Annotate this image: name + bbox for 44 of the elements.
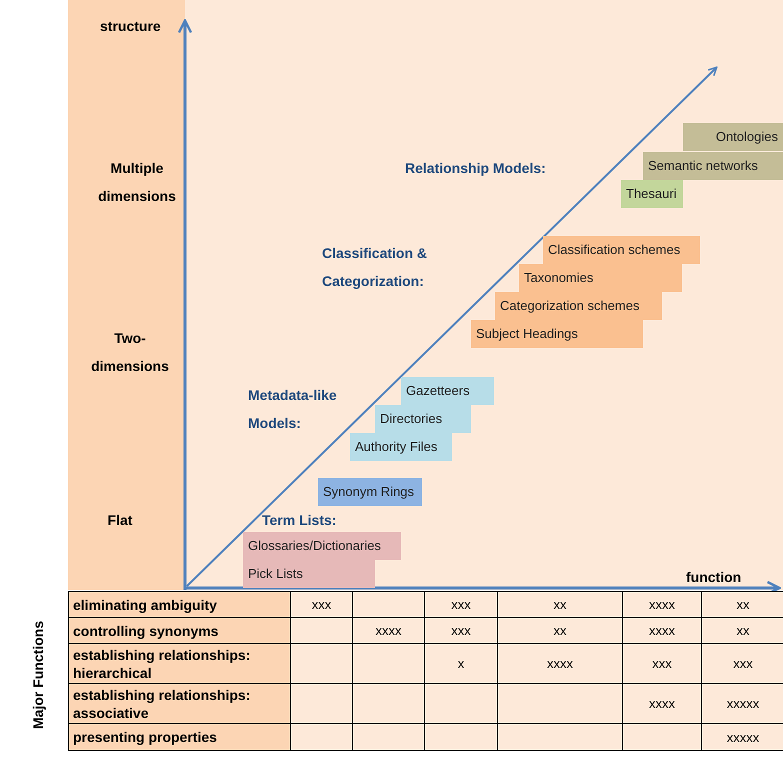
row-header-cell: eliminating ambiguity xyxy=(68,591,291,618)
table-cell: xx xyxy=(497,617,623,644)
category-box: Thesauri xyxy=(621,180,683,208)
group-heading: Term Lists: xyxy=(262,511,338,530)
group-heading: Metadata-like Models: xyxy=(248,386,338,433)
group-heading: Classification & Categorization: xyxy=(322,244,428,291)
table-cell: xxx xyxy=(424,617,498,644)
table-side-label: Major Functions xyxy=(29,620,47,732)
table-cell: xxx xyxy=(622,643,702,684)
category-box: Authority Files xyxy=(350,433,452,461)
category-box: Gazetteers xyxy=(401,377,494,405)
category-box: Categorization schemes xyxy=(495,292,662,320)
category-box: Semantic networks xyxy=(643,152,783,180)
table-cell: xxxx xyxy=(622,617,702,644)
table-cell: xxxx xyxy=(622,591,702,618)
table-cell: x xyxy=(424,643,498,684)
axis-level-label: Flat xyxy=(106,511,134,530)
category-box: Classification schemes xyxy=(543,236,700,264)
axis-level-label: Multiple dimensions xyxy=(97,159,177,206)
category-box: Subject Headings xyxy=(471,320,643,348)
table-cell: xxxxx xyxy=(701,683,783,724)
category-box: Pick Lists xyxy=(243,560,375,588)
table-cell: xxx xyxy=(290,591,353,618)
table-cell: xxxx xyxy=(622,683,702,724)
category-box: Glossaries/Dictionaries xyxy=(243,532,401,560)
table-cell: xx xyxy=(701,617,783,644)
table-cell: xxx xyxy=(701,643,783,684)
table-cell: xxxx xyxy=(497,643,623,684)
axis-label: function xyxy=(686,568,742,587)
row-header-cell: controlling synonyms xyxy=(68,617,291,644)
table-cell: xxxx xyxy=(352,617,425,644)
axis-level-label: Two-dimensions xyxy=(90,329,170,376)
row-header-cell: presenting properties xyxy=(68,723,291,751)
group-heading: Relationship Models: xyxy=(405,159,547,178)
category-box: Synonym Rings xyxy=(318,478,422,506)
category-box: Ontologies xyxy=(683,123,783,151)
table-cell: xx xyxy=(701,591,783,618)
table-cell: xxx xyxy=(424,591,498,618)
table-cell: xxxxx xyxy=(701,723,783,751)
table-cell: xx xyxy=(497,591,623,618)
category-box: Directories xyxy=(375,405,471,433)
axis-label: structure xyxy=(100,17,162,36)
category-box: Taxonomies xyxy=(519,264,682,292)
row-header-cell: establishing relationships: associative xyxy=(68,683,291,724)
